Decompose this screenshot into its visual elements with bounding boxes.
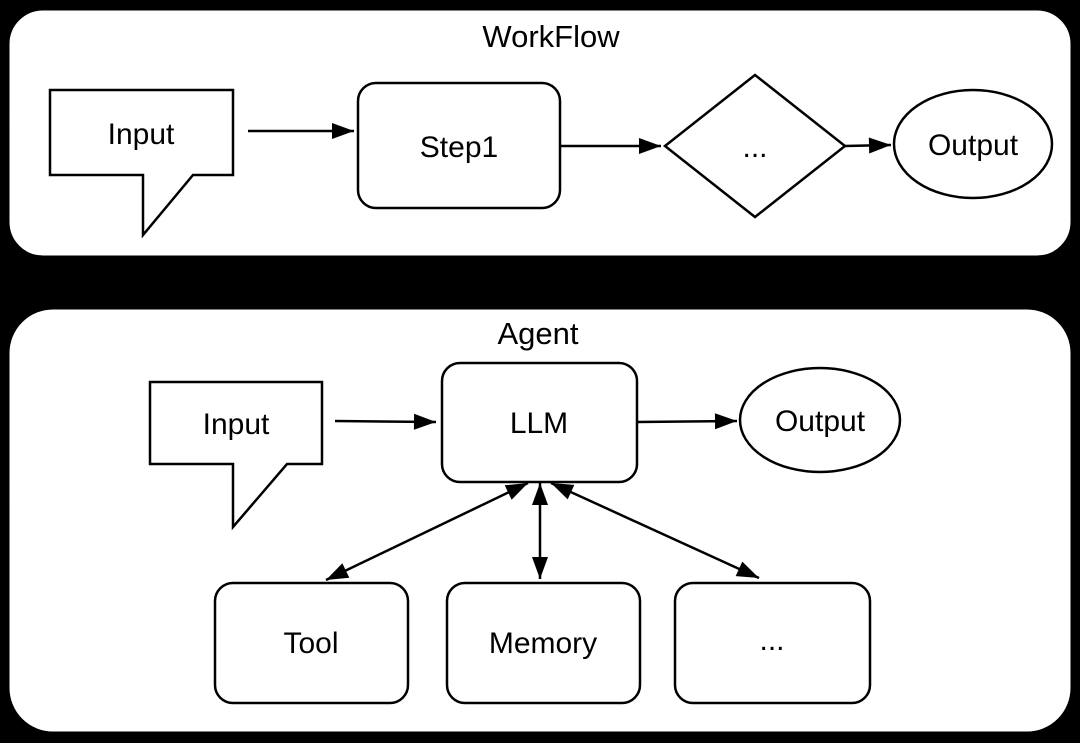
workflow-panel: WorkFlow Input Step1 ... Output <box>6 7 1074 259</box>
workflow-step1-label: Step1 <box>420 131 498 164</box>
agent-edge-llm-more <box>550 481 760 580</box>
agent-more-label: ... <box>759 624 784 657</box>
agent-input-label: Input <box>203 408 270 441</box>
agent-llm-node <box>440 361 639 484</box>
agent-edge-llm-output <box>636 413 738 430</box>
agent-edge-input-llm <box>334 413 437 430</box>
agent-memory-label: Memory <box>489 627 597 660</box>
workflow-output-label: Output <box>928 129 1019 162</box>
agent-tool-label: Tool <box>283 627 338 660</box>
agent-llm-label: LLM <box>510 407 568 440</box>
agent-edge-llm-tool <box>325 481 529 582</box>
workflow-input-label: Input <box>108 118 175 151</box>
agent-more-node <box>673 581 872 705</box>
workflow-panel-title: WorkFlow <box>482 19 620 54</box>
agent-panel-title: Agent <box>497 316 578 351</box>
workflow-edge-decision-output <box>844 137 892 154</box>
workflow-input-node <box>48 88 235 239</box>
agent-output-label: Output <box>775 405 866 438</box>
agent-memory-node <box>445 581 642 705</box>
agent-tool-node <box>213 581 410 705</box>
workflow-output-node <box>892 88 1054 200</box>
agent-input-node <box>148 380 324 531</box>
agent-output-node <box>738 366 902 474</box>
workflow-decision-label: ... <box>742 131 767 164</box>
agent-panel: Agent Input LLM Output Tool Memory <box>6 306 1074 735</box>
